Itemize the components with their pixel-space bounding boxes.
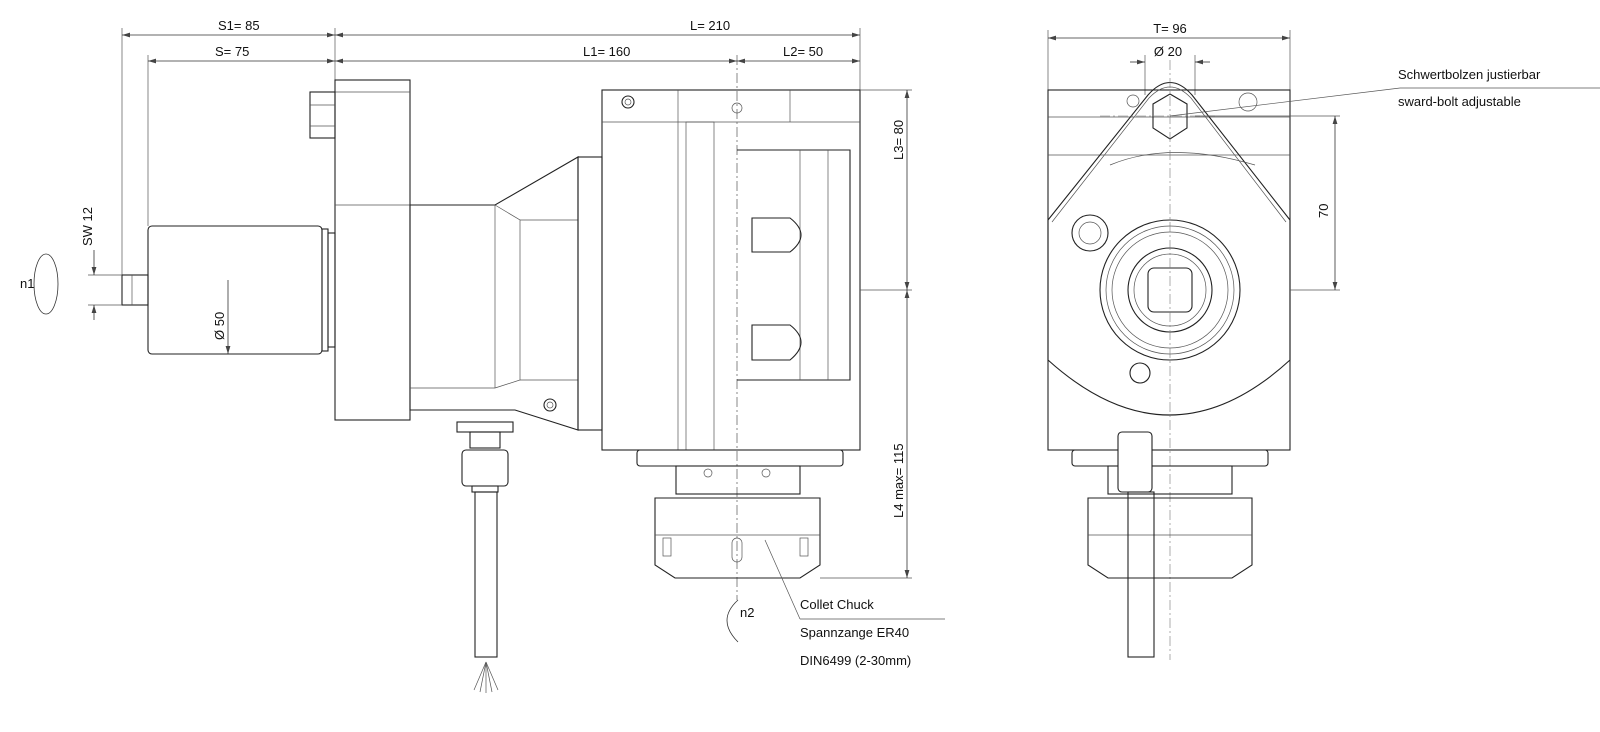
screw-icon	[543, 398, 557, 412]
dim-dia20: Ø 20	[1154, 44, 1182, 59]
bolt-head	[309, 91, 336, 139]
dim-l1: L1= 160	[583, 44, 630, 59]
chuck-flange	[636, 449, 844, 467]
coolant-pipe	[474, 491, 498, 658]
bolt-label-2: sward-bolt adjustable	[1398, 94, 1521, 109]
dim-sw: SW 12	[80, 207, 95, 246]
front-body	[1047, 89, 1291, 451]
dim-l: L= 210	[690, 18, 730, 33]
dim-t: T= 96	[1153, 21, 1187, 36]
spray-icon	[473, 661, 499, 693]
spindle-ring	[1099, 219, 1241, 361]
base-plate	[334, 79, 411, 421]
dim-70: 70	[1316, 204, 1331, 218]
front-view: T= 96 Ø 20 70 Schwertbolzen ju	[1047, 21, 1600, 660]
front-coolant-pipe	[1127, 491, 1155, 658]
key-slot-upper	[751, 217, 802, 253]
angle-housing	[409, 156, 579, 431]
bolt-label-1: Schwertbolzen justierbar	[1398, 67, 1541, 82]
collet-label-3: DIN6499 (2-30mm)	[800, 653, 911, 668]
dim-l4: L4 max= 115	[891, 443, 906, 518]
rotation-n1-icon	[33, 253, 59, 315]
dim-l3: L3= 80	[891, 120, 906, 160]
input-housing	[147, 225, 323, 355]
drive-shaft	[121, 274, 149, 306]
dim-s1: S1= 85	[218, 18, 260, 33]
collet-nut	[654, 497, 821, 579]
collet-label-1: Collet Chuck	[800, 597, 874, 612]
dim-dia50: Ø 50	[212, 312, 227, 340]
coolant-fitting	[456, 421, 514, 433]
dim-l2: L2= 50	[783, 44, 823, 59]
dim-s: S= 75	[215, 44, 249, 59]
collet-label-2: Spannzange ER40	[800, 625, 909, 640]
rotation-n2-icon	[726, 599, 739, 643]
tool-head-block	[601, 89, 861, 451]
label-n1: n1	[20, 276, 34, 291]
key-slot-lower	[751, 324, 802, 361]
side-view: S1= 85 S= 75 L= 210 L1= 160 L2= 50 SW 12…	[20, 18, 945, 693]
label-n2: n2	[740, 605, 754, 620]
